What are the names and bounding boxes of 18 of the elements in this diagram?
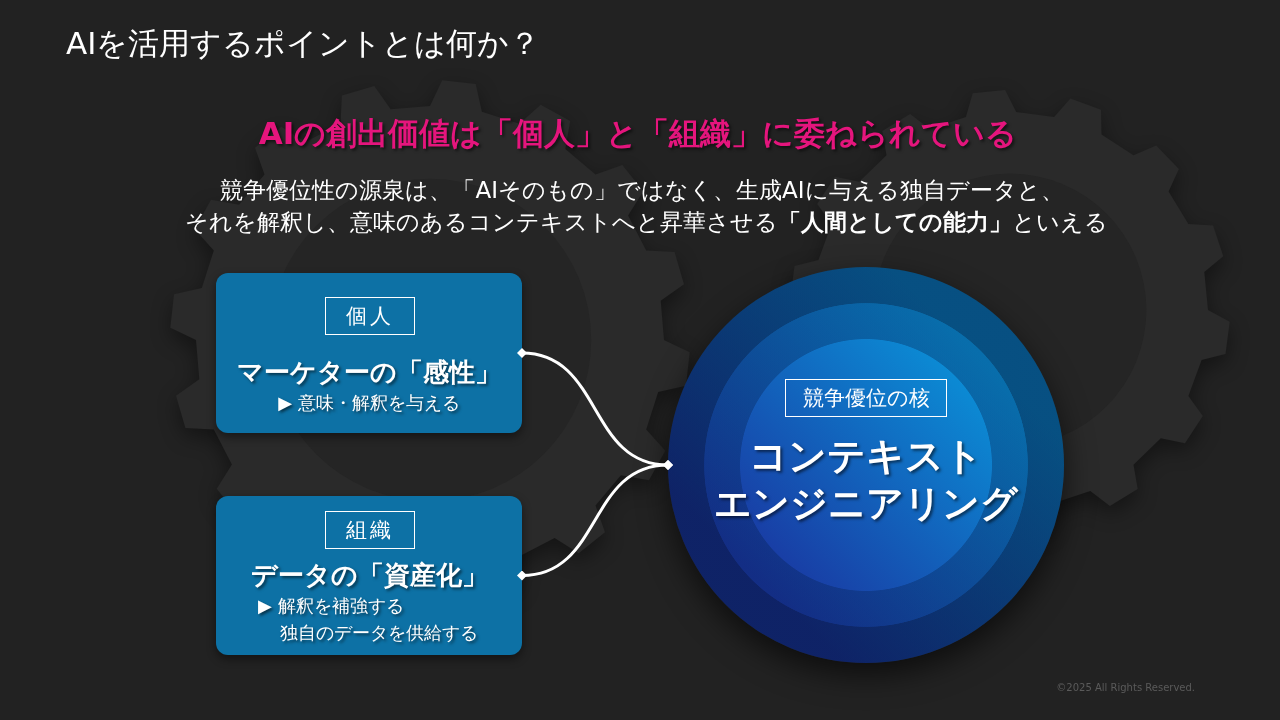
connector [517,460,673,581]
copyright-note: ©2025 All Rights Reserved. [1056,682,1195,695]
body-text: それを解釈し、意味のあるコンテキストへと昇華させる「人間としての能力」といえる [184,208,1108,237]
rounded-box [216,496,522,655]
rounded-box [216,273,522,433]
box-heading: データの「資産化」 [250,559,488,592]
tag-box: 競争優位の核 [785,379,947,417]
core-heading: コンテキスト [749,433,983,480]
box-heading: マーケターの「感性」 [237,356,501,389]
title: AIを活用するポイントとは何か？ [66,24,541,63]
body-text: 競争優位性の源泉は、「AIそのもの」ではなく、生成AIに与える独自データと、 [220,176,1064,205]
tag-box: 組織 [325,511,415,549]
headline: AIの創出価値は「個人」と「組織」に委ねられている [258,114,1018,153]
bullet-text: 独自のデータを供給する [280,622,478,645]
tag-box: 個人 [325,297,415,335]
bullet-text: ▶ 意味・解釈を与える [278,392,460,415]
core-heading: エンジニアリング [714,481,1018,527]
bullet-text: ▶ 解釈を補強する [258,595,404,618]
